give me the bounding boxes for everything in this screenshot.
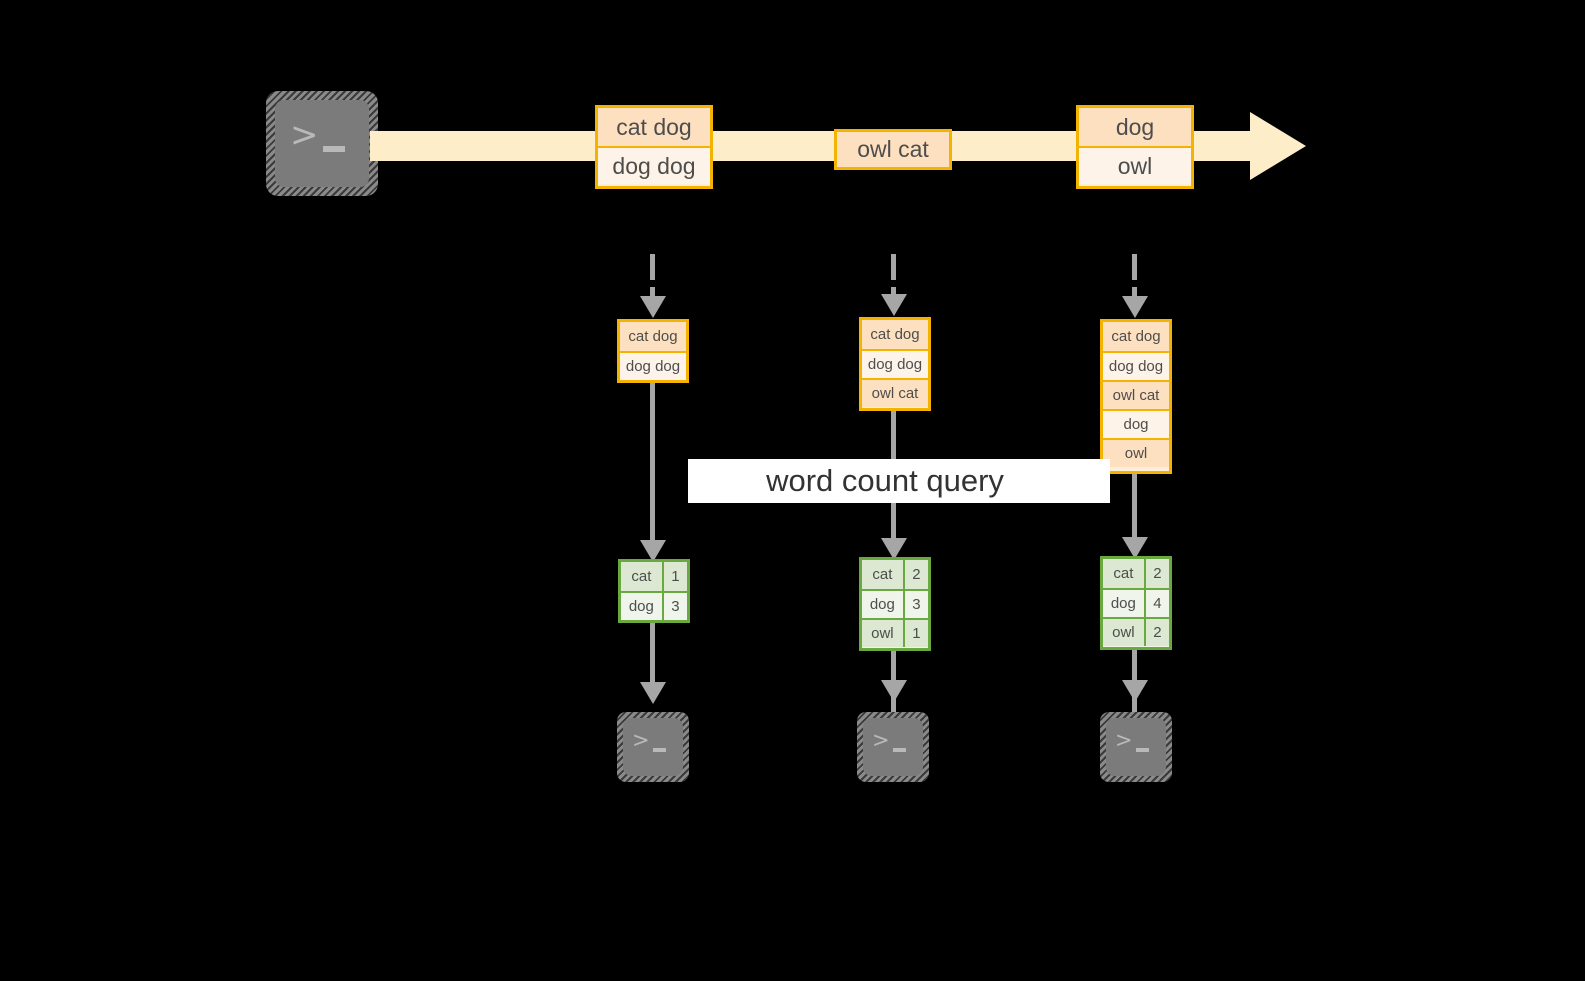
snapshot-2-sink-terminal-icon: > bbox=[857, 712, 929, 782]
snapshot-1-sink-terminal-icon: > bbox=[617, 712, 689, 782]
terminal-screen: > bbox=[275, 100, 369, 187]
snapshot-1-input-row: cat dog bbox=[620, 322, 686, 351]
stream-message-line: owl cat bbox=[837, 132, 949, 167]
snapshot-1-input-table: cat dog dog dog bbox=[617, 319, 689, 383]
snapshot-3-input-row: owl bbox=[1103, 438, 1169, 467]
snapshot-3-query-connector bbox=[1132, 474, 1137, 547]
stream-message-line: dog dog bbox=[598, 146, 710, 184]
snapshot-1-query-connector bbox=[650, 383, 655, 549]
table-row: dog 4 bbox=[1103, 588, 1169, 617]
snapshot-3-dashed-connector-seg2 bbox=[1132, 287, 1137, 299]
snapshot-3-sink-arrowhead bbox=[1122, 680, 1148, 702]
stream-message-3: dog owl bbox=[1076, 105, 1194, 189]
result-word-cell: cat bbox=[621, 562, 664, 591]
snapshot-1-dashed-arrowhead bbox=[640, 296, 666, 318]
terminal-prompt-glyph: > bbox=[872, 728, 890, 752]
snapshot-3-input-row: dog dog bbox=[1103, 351, 1169, 380]
snapshot-2-input-row: dog dog bbox=[862, 349, 928, 378]
snapshot-1-dashed-connector-seg2 bbox=[650, 287, 655, 299]
snapshot-1-sink-connector bbox=[650, 623, 655, 687]
snapshot-2-dashed-arrowhead bbox=[881, 294, 907, 316]
result-word-cell: cat bbox=[1103, 559, 1146, 588]
snapshot-1-sink-arrowhead bbox=[640, 682, 666, 704]
snapshot-3-input-row: owl cat bbox=[1103, 380, 1169, 409]
snapshot-1-dashed-connector-seg1 bbox=[650, 254, 655, 280]
stream-message-line: dog bbox=[1079, 108, 1191, 146]
snapshot-1-result-table: cat 1 dog 3 bbox=[618, 559, 690, 623]
stream-message-line: cat dog bbox=[598, 108, 710, 146]
stream-message-2: owl cat bbox=[834, 129, 952, 170]
snapshot-3-dashed-connector-seg1 bbox=[1132, 254, 1137, 280]
result-word-cell: owl bbox=[1103, 619, 1146, 646]
query-label-band: word count query bbox=[688, 459, 1110, 503]
snapshot-2-input-row: cat dog bbox=[862, 320, 928, 349]
snapshot-3-sink-terminal-icon: > bbox=[1100, 712, 1172, 782]
terminal-prompt-glyph: > bbox=[1115, 728, 1133, 752]
result-count-cell: 1 bbox=[904, 620, 928, 647]
result-count-cell: 3 bbox=[904, 591, 928, 618]
terminal-screen: > bbox=[863, 718, 923, 776]
snapshot-2-dashed-connector-seg2 bbox=[891, 287, 896, 297]
terminal-prompt-glyph: > bbox=[290, 115, 319, 155]
snapshot-3-result-table: cat 2 dog 4 owl 2 bbox=[1100, 556, 1172, 650]
result-count-cell: 3 bbox=[663, 593, 687, 620]
table-row: dog 3 bbox=[862, 589, 928, 618]
snapshot-2-query-arrowhead bbox=[881, 538, 907, 560]
snapshot-2-sink-arrowhead bbox=[881, 680, 907, 702]
result-count-cell: 1 bbox=[663, 562, 687, 591]
snapshot-3-input-table: cat dog dog dog owl cat dog owl bbox=[1100, 319, 1172, 474]
table-row: owl 2 bbox=[1103, 617, 1169, 646]
result-count-cell: 2 bbox=[1145, 559, 1169, 588]
result-word-cell: dog bbox=[1103, 590, 1146, 617]
table-row: cat 1 bbox=[621, 562, 687, 591]
snapshot-3-dashed-arrowhead bbox=[1122, 296, 1148, 318]
terminal-cursor-icon bbox=[653, 748, 666, 752]
result-count-cell: 2 bbox=[1145, 619, 1169, 646]
result-count-cell: 4 bbox=[1145, 590, 1169, 617]
terminal-cursor-icon bbox=[893, 748, 906, 752]
snapshot-2-result-table: cat 2 dog 3 owl 1 bbox=[859, 557, 931, 651]
snapshot-1-input-row: dog dog bbox=[620, 351, 686, 380]
query-label-text: word count query bbox=[766, 463, 1004, 498]
result-word-cell: dog bbox=[621, 593, 664, 620]
stream-message-1: cat dog dog dog bbox=[595, 105, 713, 189]
result-word-cell: owl bbox=[862, 620, 905, 647]
table-row: cat 2 bbox=[862, 560, 928, 589]
terminal-screen: > bbox=[1106, 718, 1166, 776]
terminal-prompt-glyph: > bbox=[632, 728, 650, 752]
result-count-cell: 2 bbox=[904, 560, 928, 589]
stream-message-line: owl bbox=[1079, 146, 1191, 184]
result-word-cell: dog bbox=[862, 591, 905, 618]
snapshot-1-query-arrowhead bbox=[640, 540, 666, 562]
table-row: dog 3 bbox=[621, 591, 687, 620]
terminal-cursor-icon bbox=[323, 146, 345, 152]
snapshot-2-input-row: owl cat bbox=[862, 378, 928, 407]
snapshot-2-input-table: cat dog dog dog owl cat bbox=[859, 317, 931, 411]
snapshot-3-input-row: dog bbox=[1103, 409, 1169, 438]
result-word-cell: cat bbox=[862, 560, 905, 589]
terminal-cursor-icon bbox=[1136, 748, 1149, 752]
snapshot-3-query-arrowhead bbox=[1122, 537, 1148, 559]
terminal-screen: > bbox=[623, 718, 683, 776]
source-terminal-icon: > bbox=[266, 91, 378, 196]
table-row: owl 1 bbox=[862, 618, 928, 647]
table-row: cat 2 bbox=[1103, 559, 1169, 588]
snapshot-2-dashed-connector-seg1 bbox=[891, 254, 896, 280]
snapshot-3-input-row: cat dog bbox=[1103, 322, 1169, 351]
